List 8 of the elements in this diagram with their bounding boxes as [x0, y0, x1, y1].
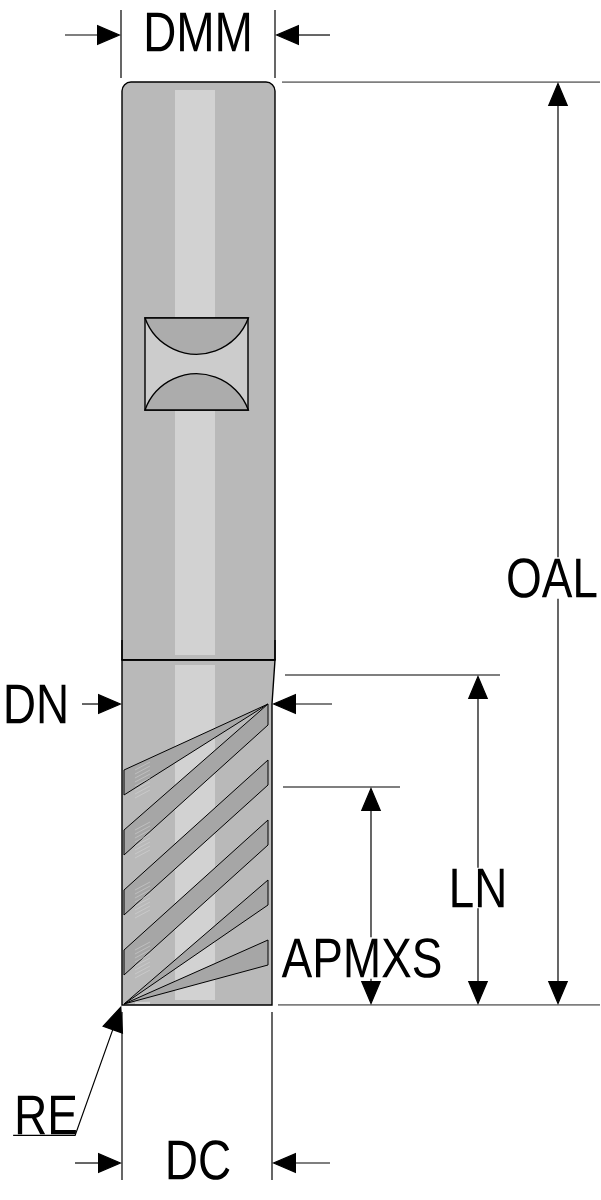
- dimension-label: APMXS: [280, 937, 444, 979]
- end-mill-drawing: [121, 81, 276, 1006]
- dimension-label: LN: [447, 867, 509, 909]
- dimension-label: DMM: [142, 11, 254, 53]
- dimension-label: DN: [2, 683, 70, 725]
- dimension-label: OAL: [505, 557, 599, 599]
- dimension-label: RE: [17, 1095, 76, 1135]
- dimension-label: DC: [164, 1139, 232, 1181]
